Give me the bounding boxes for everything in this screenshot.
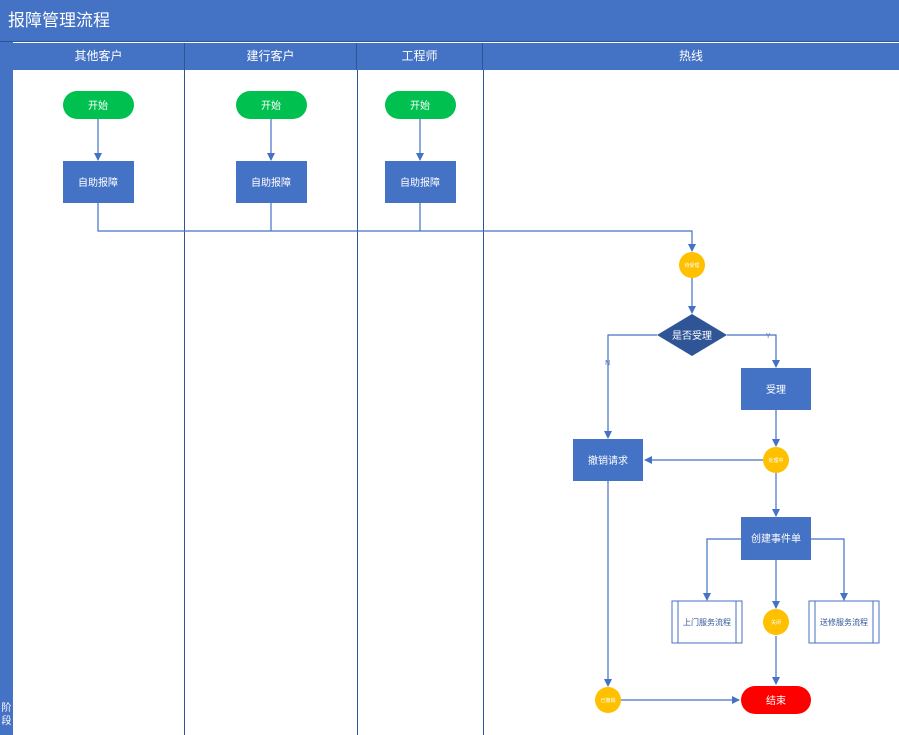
svg-text:结束: 结束 (766, 694, 786, 707)
node-start-ccb: 开始 (236, 91, 307, 119)
svg-text:创建事件单: 创建事件单 (751, 532, 801, 545)
edge-decision-yes (727, 334, 780, 368)
phase-column (0, 42, 13, 735)
node-subprocess-repair: 送修服务流程 (808, 600, 880, 644)
svg-text:开始: 开始 (261, 99, 281, 112)
svg-text:处理中: 处理中 (768, 457, 783, 464)
phase-label: 阶段 (1, 703, 12, 727)
node-decision-accept: 是否受理 (657, 314, 727, 356)
edge-label-yes: Y (765, 332, 771, 340)
svg-text:自助报障: 自助报障 (251, 176, 291, 189)
node-state-revoked: 已撤销 (595, 687, 621, 713)
edge-self-to-pending (97, 203, 696, 252)
node-self-report-ccb: 自助报障 (236, 161, 307, 203)
node-end: 结束 (741, 686, 811, 714)
svg-text:待受理: 待受理 (684, 262, 699, 269)
svg-text:送修服务流程: 送修服务流程 (820, 617, 868, 627)
node-create-event: 创建事件单 (741, 517, 811, 560)
lane-divider-3 (483, 70, 484, 735)
svg-text:已撤销: 已撤销 (600, 697, 615, 704)
svg-text:开始: 开始 (88, 99, 108, 112)
node-self-report-engineer: 自助报障 (385, 161, 456, 203)
node-accept: 受理 (741, 368, 811, 410)
lane-header-hotline: 热线 (483, 43, 899, 70)
svg-text:开始: 开始 (410, 99, 430, 112)
svg-text:上门服务流程: 上门服务流程 (683, 617, 731, 627)
node-start-engineer: 开始 (385, 91, 456, 119)
node-cancel-request: 撤销请求 (573, 439, 643, 481)
lane-divider-1 (184, 70, 185, 735)
node-state-processing: 处理中 (763, 447, 789, 473)
lane-header-ccb-customers: 建行客户 (185, 43, 357, 70)
node-state-pending: 待受理 (679, 252, 705, 278)
edge-create-repair (811, 538, 848, 601)
lane-header-engineer: 工程师 (357, 43, 483, 70)
node-self-report-other: 自助报障 (63, 161, 134, 203)
diagram-title: 报障管理流程 (0, 0, 899, 42)
svg-text:撤销请求: 撤销请求 (588, 454, 628, 467)
node-start-other: 开始 (63, 91, 134, 119)
svg-text:是否受理: 是否受理 (672, 330, 712, 342)
lane-divider-2 (357, 70, 358, 735)
lane-header-other-customers: 其他客户 (13, 43, 185, 70)
edge-create-onsite (703, 538, 741, 601)
svg-text:关闭: 关闭 (771, 619, 781, 626)
svg-text:受理: 受理 (766, 384, 786, 396)
edge-decision-no (604, 334, 657, 439)
node-state-closed: 关闭 (763, 609, 789, 635)
edge-label-no: N (605, 359, 610, 367)
svg-text:自助报障: 自助报障 (400, 176, 440, 189)
svg-text:自助报障: 自助报障 (78, 176, 118, 189)
node-subprocess-onsite: 上门服务流程 (671, 600, 743, 644)
